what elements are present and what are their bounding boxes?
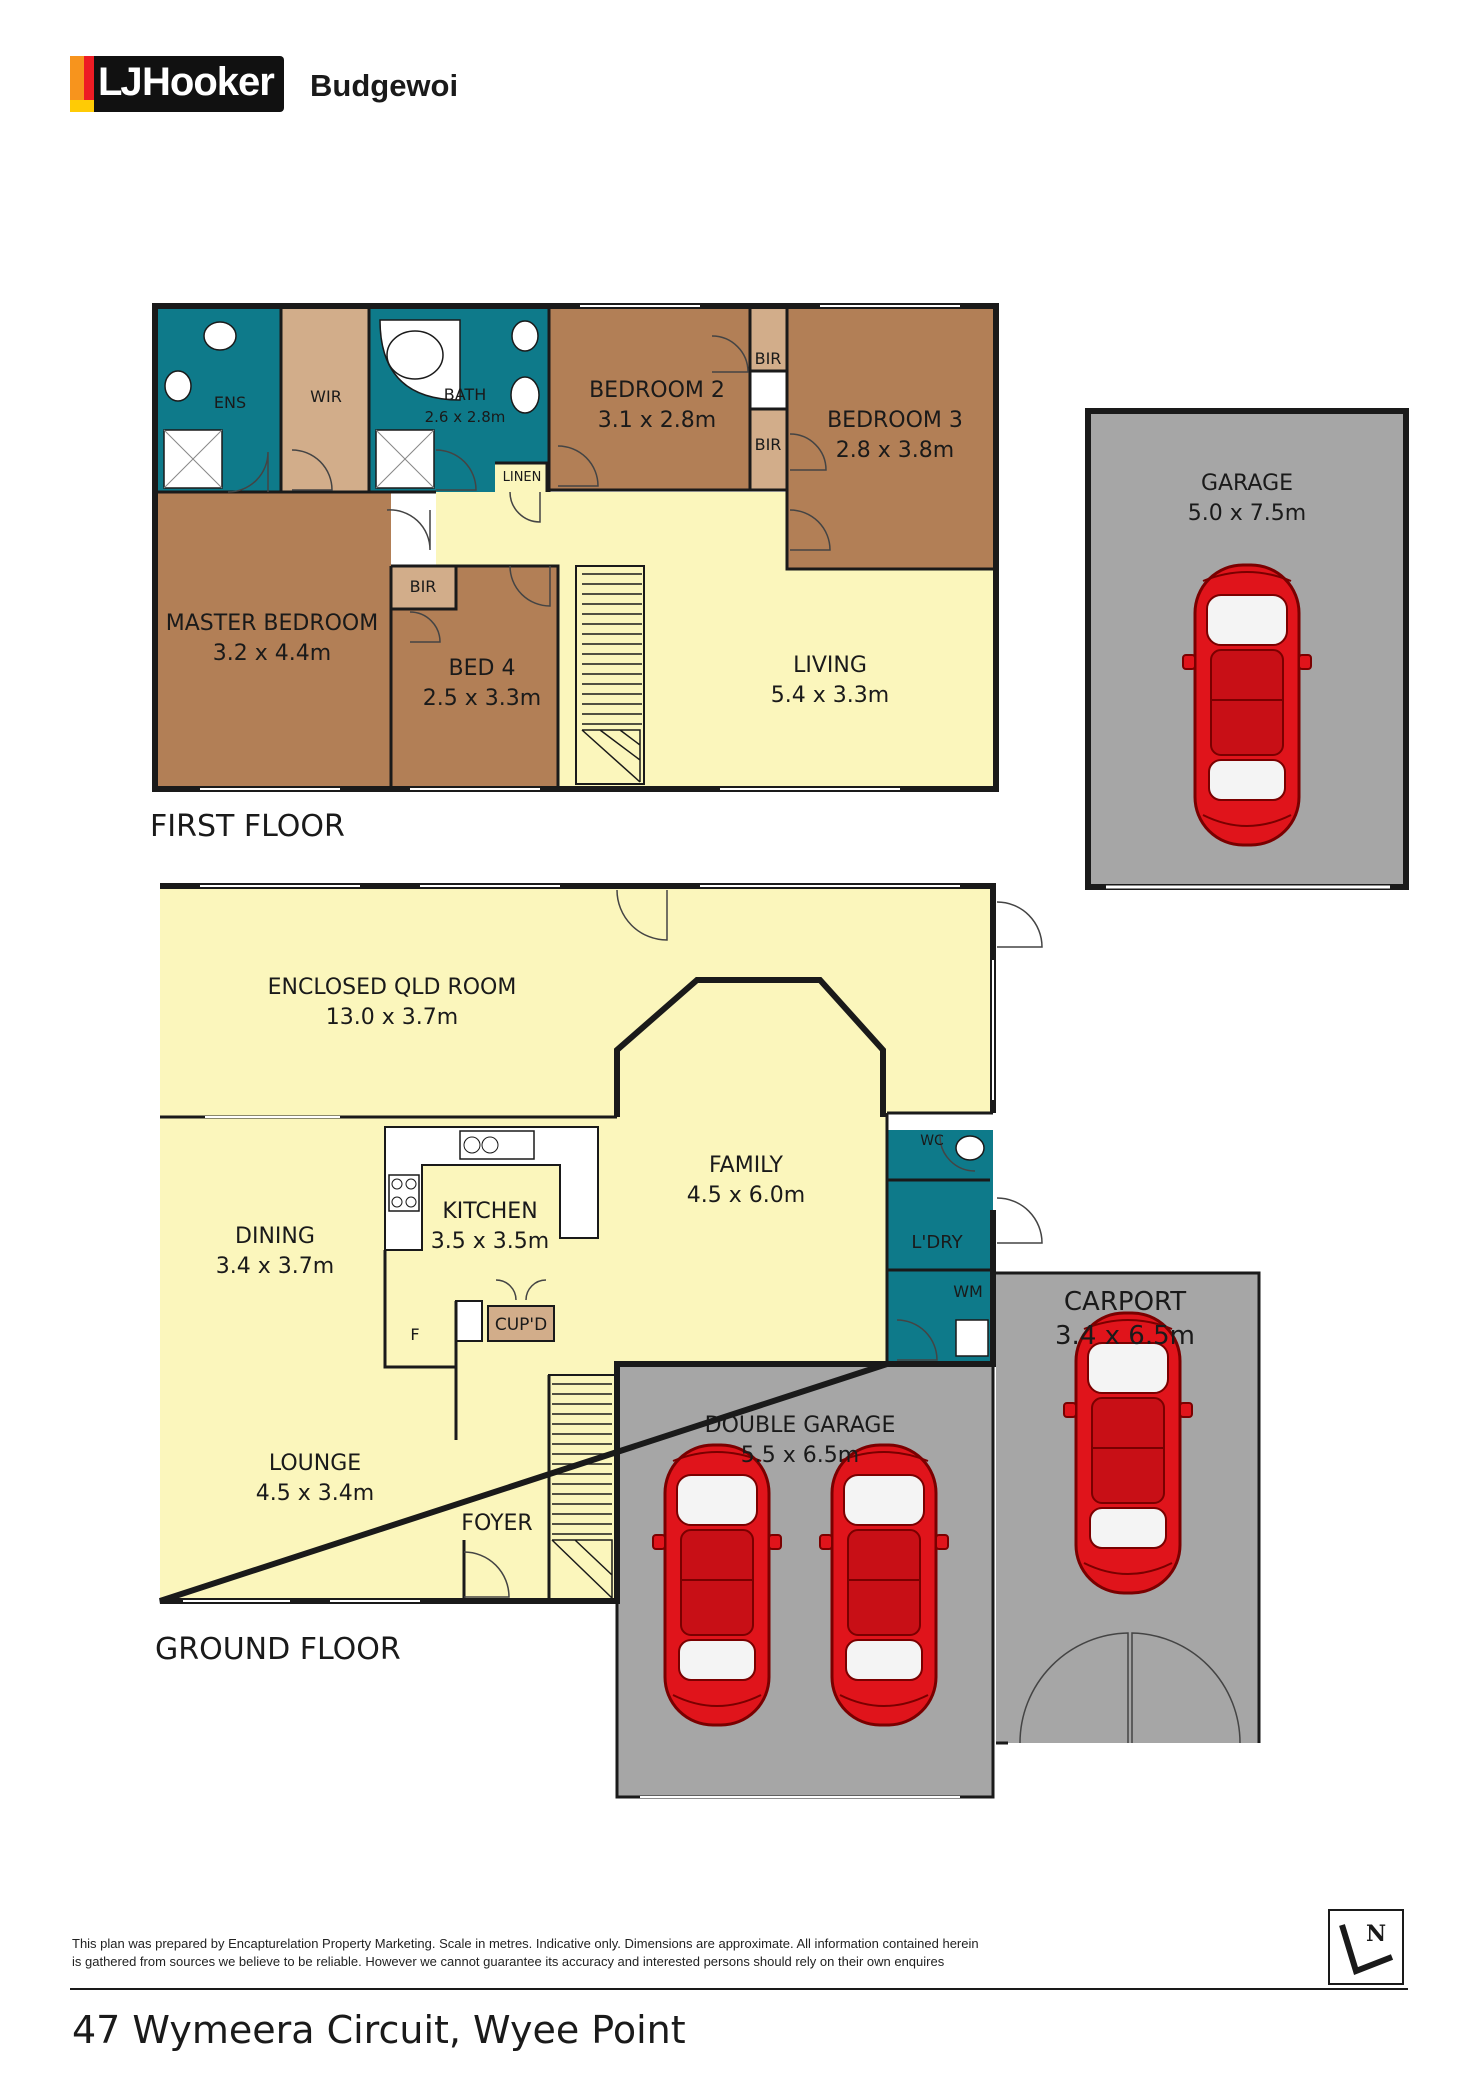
qld-room-dims: 13.0 x 3.7m	[326, 1005, 458, 1030]
ground-floor-label: GROUND FLOOR	[155, 1632, 401, 1667]
bath-toilet	[511, 320, 539, 352]
bed4-label: BED 4	[449, 656, 516, 681]
first-floor-label: FIRST FLOOR	[150, 809, 345, 844]
living-label: LIVING	[793, 653, 867, 678]
disclaimer-line-2: is gathered from sources we believe to b…	[72, 1954, 945, 1969]
laundry-tub	[955, 1319, 989, 1357]
logo-hooker-text: Hooker	[142, 60, 275, 104]
bedroom2-dims: 3.1 x 2.8m	[598, 408, 716, 433]
bir-c-fill	[391, 566, 456, 609]
detached-garage: GARAGE 5.0 x 7.5m	[1085, 408, 1409, 890]
ground-floor: ENCLOSED QLD ROOM 13.0 x 3.7m FAMILY 4.5…	[155, 883, 1261, 1799]
bay-window	[614, 977, 886, 1117]
lounge-label: LOUNGE	[269, 1451, 361, 1476]
bed4-dims: 2.5 x 3.3m	[423, 686, 541, 711]
carport-dims: 3.4 x 6.5m	[1055, 1321, 1195, 1351]
carport-label: CARPORT	[1064, 1287, 1186, 1317]
wc-label: WC	[920, 1133, 944, 1149]
bath-dims: 2.6 x 2.8m	[425, 408, 506, 426]
carport-car	[1062, 1311, 1194, 1595]
kitchen-label: KITCHEN	[442, 1199, 537, 1224]
north-compass-icon: N	[1328, 1909, 1404, 1985]
property-address: 47 Wymeera Circuit, Wyee Point	[72, 2008, 686, 2052]
cupd-label: CUP'D	[495, 1315, 547, 1335]
wc-toilet	[955, 1135, 985, 1161]
logo-stripe-red	[84, 56, 94, 112]
logo-lj-text: LJ	[98, 60, 143, 104]
foyer-label: FOYER	[461, 1511, 532, 1536]
master-label: MASTER BEDROOM	[166, 611, 378, 636]
logo-stripe-yellow	[70, 100, 94, 112]
family-label: FAMILY	[709, 1153, 783, 1178]
master-fill	[158, 492, 391, 786]
bedroom2-label: BEDROOM 2	[589, 378, 725, 403]
garage-label: GARAGE	[1201, 471, 1293, 496]
dining-dims: 3.4 x 3.7m	[216, 1254, 334, 1279]
bir-b-label: BIR	[755, 435, 782, 454]
bedroom3-label: BEDROOM 3	[827, 408, 963, 433]
bir-b-fill	[750, 409, 787, 490]
ff-stairs	[575, 565, 645, 785]
logo-stripe-orange	[70, 56, 84, 112]
laundry-label: L'DRY	[911, 1232, 963, 1253]
cupboard	[487, 1305, 555, 1342]
kitchen-bench	[384, 1126, 599, 1251]
ens-toilet	[164, 370, 192, 402]
bir-c-label: BIR	[410, 577, 437, 596]
linen-label: LINEN	[503, 470, 542, 485]
wir-label: WIR	[310, 387, 342, 406]
family-dims: 4.5 x 6.0m	[687, 1183, 805, 1208]
bedroom3-dims: 2.8 x 3.8m	[836, 438, 954, 463]
fridge-label: F	[410, 1325, 419, 1344]
lj-hooker-logo: LJ Hooker	[70, 56, 284, 112]
ens-label: ENS	[214, 393, 246, 412]
garage-car	[1181, 563, 1313, 847]
qld-room-label: ENCLOSED QLD ROOM	[268, 975, 517, 1000]
wm-label: WM	[953, 1282, 983, 1301]
fridge-space	[455, 1300, 483, 1342]
bir-a-label: BIR	[755, 349, 782, 368]
first-floor: ENS WIR BATH 2.6 x 2.8m LINEN BEDROOM 2 …	[150, 303, 999, 844]
office-name: Budgewoi	[310, 68, 459, 103]
lounge-dims: 4.5 x 3.4m	[256, 1481, 374, 1506]
bir-a-fill	[750, 309, 787, 371]
bath-basin	[510, 376, 540, 414]
ens-basin	[203, 321, 237, 351]
compass-letter: N	[1366, 1921, 1386, 1947]
kitchen-sink	[459, 1130, 535, 1160]
compass-graphic: N	[1339, 1921, 1394, 1975]
wir-fill	[281, 309, 369, 492]
cooktop	[388, 1174, 420, 1212]
garage-dims: 5.0 x 7.5m	[1188, 501, 1306, 526]
kitchen-dims: 3.5 x 3.5m	[431, 1229, 549, 1254]
double-garage-car-left	[651, 1443, 783, 1727]
double-garage-label: DOUBLE GARAGE	[705, 1413, 896, 1438]
living-dims: 5.4 x 3.3m	[771, 683, 889, 708]
double-garage-car-right	[818, 1443, 950, 1727]
bedroom2-fill	[549, 309, 750, 490]
double-garage-dims: 5.5 x 6.5m	[741, 1443, 859, 1468]
footer-rule	[70, 1988, 1408, 1990]
disclaimer-line-1: This plan was prepared by Encapturelatio…	[72, 1936, 979, 1951]
linen-fill	[495, 463, 547, 492]
bath-label: BATH	[444, 385, 486, 404]
master-dims: 3.2 x 4.4m	[213, 641, 331, 666]
dining-label: DINING	[235, 1224, 315, 1249]
gf-stairs	[548, 1374, 616, 1602]
disclaimer: This plan was prepared by Encapturelatio…	[72, 1935, 1292, 1971]
